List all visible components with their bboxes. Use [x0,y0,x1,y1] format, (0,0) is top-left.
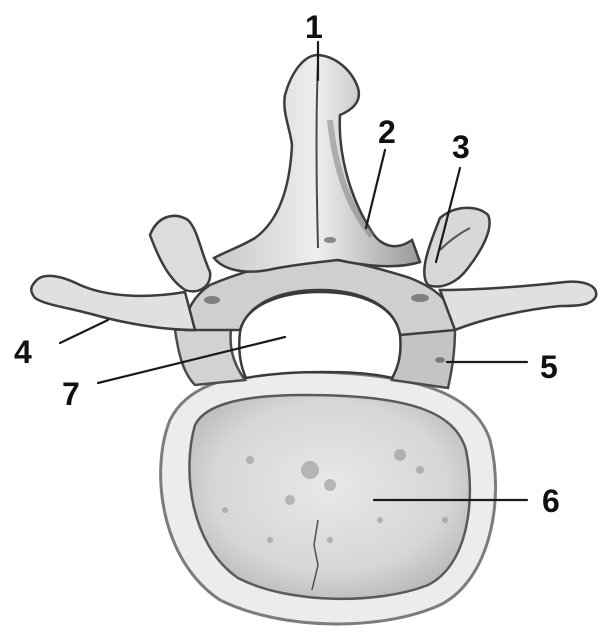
label-4: 4 [14,334,32,370]
left-transverse-process [31,276,195,330]
right-articular-process [424,208,489,287]
label-7: 7 [62,376,80,412]
label-5: 5 [540,349,558,385]
label-3: 3 [452,129,470,165]
leader-line-2 [366,150,385,228]
label-1: 1 [305,9,323,45]
right-transverse-process [440,282,596,330]
vertebral-body [161,372,496,624]
vertebral-foramen [239,292,400,378]
left-articular-process [150,216,210,291]
leader-line-4 [60,320,108,343]
label-6: 6 [542,483,560,519]
vertebral-body-surface [189,395,469,599]
label-2: 2 [378,114,396,150]
